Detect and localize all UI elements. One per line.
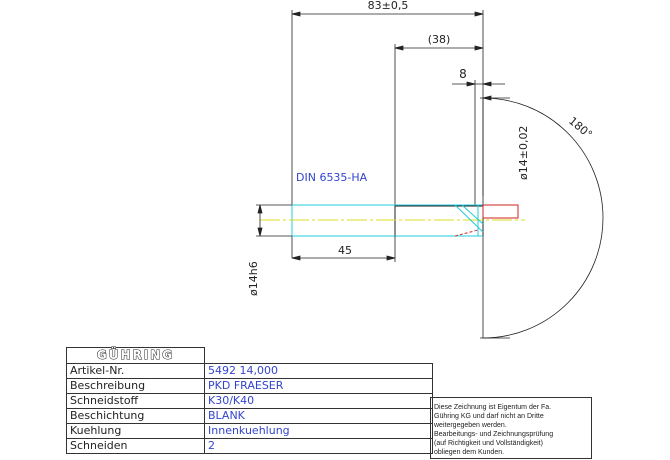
notice-line: obliegen dem Kunden. <box>434 449 505 456</box>
dimension-tip-offset <box>452 80 505 206</box>
notice-line: Gühring KG und darf nicht an Dritte <box>434 413 544 420</box>
overall-length-label: 83±0,5 <box>368 0 409 12</box>
notice-line: Bearbeitungs- und Zeichnungsprüfung <box>434 431 554 438</box>
shank-diameter-label: ø14h6 <box>247 261 260 296</box>
row-value: PKD FRAESER <box>204 378 433 394</box>
dimension-shank-length <box>291 236 396 262</box>
table-row: Beschichtung BLANK <box>66 408 433 424</box>
table-row: Beschreibung PKD FRAESER <box>66 378 433 394</box>
title-block: GÜHRING Artikel-Nr. 5492 14,000 Beschrei… <box>66 347 433 454</box>
dimension-shank-diameter <box>256 204 292 237</box>
partial-length-label: (38) <box>428 33 451 46</box>
dimension-overall-length <box>291 10 484 258</box>
angle-label: 180° <box>566 114 595 141</box>
row-label: Schneidstoff <box>66 393 205 409</box>
dimension-partial-length <box>394 44 484 206</box>
tip-offset-label: 8 <box>459 67 467 81</box>
logo-cell: GÜHRING <box>66 347 205 364</box>
notice-line: (auf Richtigkeit und Vollständigkeit) <box>434 440 543 447</box>
table-row: Schneiden 2 <box>66 438 433 454</box>
row-label: Schneiden <box>66 438 205 454</box>
table-row: Schneidstoff K30/K40 <box>66 393 433 409</box>
notice-line: Diese Zeichnung ist Eigentum der Fa. <box>434 404 552 411</box>
standard-label: DIN 6535-HA <box>296 171 368 184</box>
row-label: Kuehlung <box>66 423 205 439</box>
row-value: 5492 14,000 <box>204 363 433 379</box>
row-value: 2 <box>204 438 433 454</box>
shank-length-label: 45 <box>338 244 352 257</box>
tip-diameter-label: ø14±0,02 <box>517 126 530 180</box>
ownership-notice: Diese Zeichnung ist Eigentum der Fa. Güh… <box>430 397 592 459</box>
tool-body <box>260 204 525 237</box>
row-value: Innenkuehlung <box>204 423 433 439</box>
row-value: BLANK <box>204 408 433 424</box>
notice-line: weitergegeben werden. <box>434 422 507 429</box>
row-label: Beschreibung <box>66 378 205 394</box>
table-row: Kuehlung Innenkuehlung <box>66 423 433 439</box>
table-row: Artikel-Nr. 5492 14,000 <box>66 363 433 379</box>
company-logo: GÜHRING <box>96 348 175 363</box>
row-label: Artikel-Nr. <box>66 363 205 379</box>
row-value: K30/K40 <box>204 393 433 409</box>
row-label: Beschichtung <box>66 408 205 424</box>
